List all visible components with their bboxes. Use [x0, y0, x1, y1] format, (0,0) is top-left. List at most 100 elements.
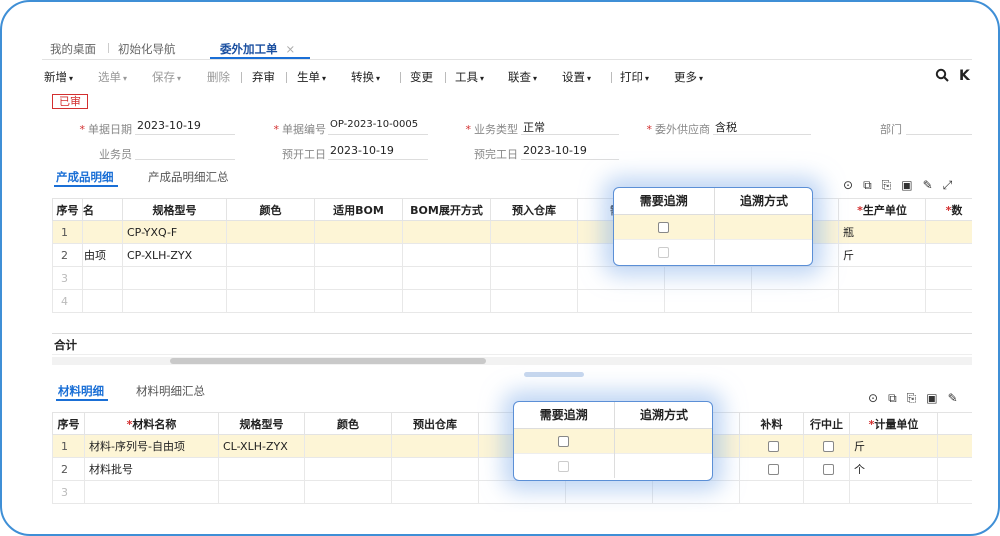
tab-material-detail[interactable]: 材料明细: [58, 384, 104, 398]
panel-splitter[interactable]: [524, 372, 584, 377]
convert-button[interactable]: 转换▾: [351, 69, 380, 85]
table-row[interactable]: 4: [52, 289, 972, 313]
grid-cell[interactable]: [751, 289, 839, 313]
unit-cell[interactable]: 个: [849, 457, 938, 481]
table-row[interactable]: 2 自由项 CP-XLH-ZYX 斤: [52, 243, 972, 267]
expand-icon[interactable]: ⤢: [942, 178, 963, 192]
grid-cell[interactable]: [304, 480, 392, 504]
close-icon[interactable]: ×: [285, 42, 296, 56]
column-header[interactable]: 序号: [52, 412, 85, 435]
trace-method-cell[interactable]: [714, 238, 812, 264]
tab-product-detail[interactable]: 产成品明细: [56, 170, 114, 184]
column-header[interactable]: BOM展开方式: [402, 198, 491, 221]
clerk-field[interactable]: [135, 144, 235, 160]
linked-query-button[interactable]: 联查▾: [508, 69, 537, 85]
generate-button[interactable]: 生单▾: [297, 69, 326, 85]
product-name-cell[interactable]: 自由项: [82, 243, 123, 267]
material-name-cell[interactable]: 材料-序列号-自由项: [84, 434, 219, 458]
column-header[interactable]: 规格型号: [122, 198, 227, 221]
grid-cell[interactable]: [391, 480, 479, 504]
biz-type-field[interactable]: 正常: [521, 119, 619, 135]
copy-icon[interactable]: ⧉: [863, 178, 882, 192]
grid-cell[interactable]: [490, 289, 578, 313]
bom-expand-cell[interactable]: [402, 243, 491, 267]
delete-button[interactable]: 删除: [207, 70, 230, 84]
warehouse-cell[interactable]: [490, 243, 578, 267]
line-stop-checkbox[interactable]: [823, 441, 834, 452]
grid-cell[interactable]: [84, 480, 219, 504]
trace-required-cell[interactable]: [614, 238, 715, 264]
column-header[interactable]: 名: [82, 198, 123, 221]
grid-cell[interactable]: [937, 457, 972, 481]
scrollbar-thumb[interactable]: [170, 358, 486, 364]
table-row[interactable]: [514, 427, 712, 453]
bom-expand-cell[interactable]: [402, 220, 491, 244]
copy-icon[interactable]: ⧉: [888, 391, 907, 405]
location-icon[interactable]: ⊙: [843, 178, 864, 192]
table-row[interactable]: [514, 452, 712, 478]
edit-icon[interactable]: ✎: [947, 391, 968, 405]
table-row[interactable]: [614, 213, 812, 239]
warehouse-cell[interactable]: [391, 434, 479, 458]
column-header[interactable]: *数: [925, 198, 972, 221]
grid-cell[interactable]: [490, 266, 578, 290]
spec-cell[interactable]: [218, 457, 305, 481]
grid-cell[interactable]: [937, 434, 972, 458]
table-row[interactable]: 3: [52, 480, 972, 504]
paste-icon[interactable]: ⎘: [881, 178, 902, 192]
grid-cell[interactable]: [122, 266, 227, 290]
qty-cell[interactable]: [925, 220, 972, 244]
product-name-cell[interactable]: [82, 220, 123, 244]
edit-icon[interactable]: ✎: [922, 178, 943, 192]
grid-cell[interactable]: [314, 266, 403, 290]
start-date-field[interactable]: 2023-10-19: [328, 144, 428, 160]
magnifier-icon[interactable]: [935, 68, 949, 86]
column-header[interactable]: [937, 412, 972, 435]
grid-cell[interactable]: [838, 289, 926, 313]
trace-required-cell[interactable]: [614, 213, 715, 239]
color-cell[interactable]: [304, 457, 392, 481]
bom-cell[interactable]: [314, 220, 403, 244]
trace-method-cell[interactable]: [614, 427, 712, 453]
column-header[interactable]: 序号: [52, 198, 83, 221]
unit-cell[interactable]: 斤: [838, 243, 926, 267]
column-header[interactable]: 预入仓库: [490, 198, 578, 221]
column-header[interactable]: *生产单位: [838, 198, 926, 221]
grid-cell[interactable]: [664, 266, 752, 290]
grid-cell[interactable]: [925, 266, 972, 290]
color-cell[interactable]: [304, 434, 392, 458]
grid-cell[interactable]: [925, 289, 972, 313]
settings-button[interactable]: 设置▾: [562, 69, 591, 85]
table-row[interactable]: 1 材料-序列号-自由项 CL-XLH-ZYX 斤: [52, 434, 972, 458]
column-header[interactable]: 适用BOM: [314, 198, 403, 221]
grid-cell[interactable]: [739, 480, 804, 504]
column-header[interactable]: 补料: [739, 412, 804, 435]
supplement-checkbox[interactable]: [768, 441, 779, 452]
trace-required-checkbox[interactable]: [658, 221, 670, 233]
change-button[interactable]: 变更: [410, 70, 433, 84]
grid-cell[interactable]: [402, 289, 491, 313]
table-row[interactable]: 3: [52, 266, 972, 290]
select-button[interactable]: 选单▾: [98, 69, 127, 85]
supplier-field[interactable]: 含税: [713, 119, 811, 135]
discard-audit-button[interactable]: 弃审: [252, 70, 275, 84]
column-header[interactable]: 预出仓库: [391, 412, 479, 435]
finish-date-field[interactable]: 2023-10-19: [521, 144, 619, 160]
column-header[interactable]: 行中止: [803, 412, 850, 435]
tab-outsourcing-order[interactable]: 委外加工单×: [220, 41, 295, 57]
trace-required-checkbox[interactable]: [658, 246, 670, 258]
grid-cell[interactable]: [226, 289, 315, 313]
warehouse-cell[interactable]: [391, 457, 479, 481]
column-header[interactable]: *计量单位: [849, 412, 938, 435]
grid-cell[interactable]: [937, 480, 972, 504]
spec-cell[interactable]: CL-XLH-ZYX: [218, 434, 305, 458]
trace-method-cell[interactable]: [714, 213, 812, 239]
table-row[interactable]: 1 CP-YXQ-F 瓶: [52, 220, 972, 244]
trace-required-cell[interactable]: [514, 452, 615, 478]
qty-cell[interactable]: [925, 243, 972, 267]
grid-cell[interactable]: [314, 289, 403, 313]
doc-no-field[interactable]: OP-2023-10-0005: [328, 119, 428, 135]
trace-method-cell[interactable]: [614, 452, 712, 478]
grid-cell[interactable]: [565, 480, 653, 504]
tab-desktop[interactable]: 我的桌面: [50, 42, 96, 56]
